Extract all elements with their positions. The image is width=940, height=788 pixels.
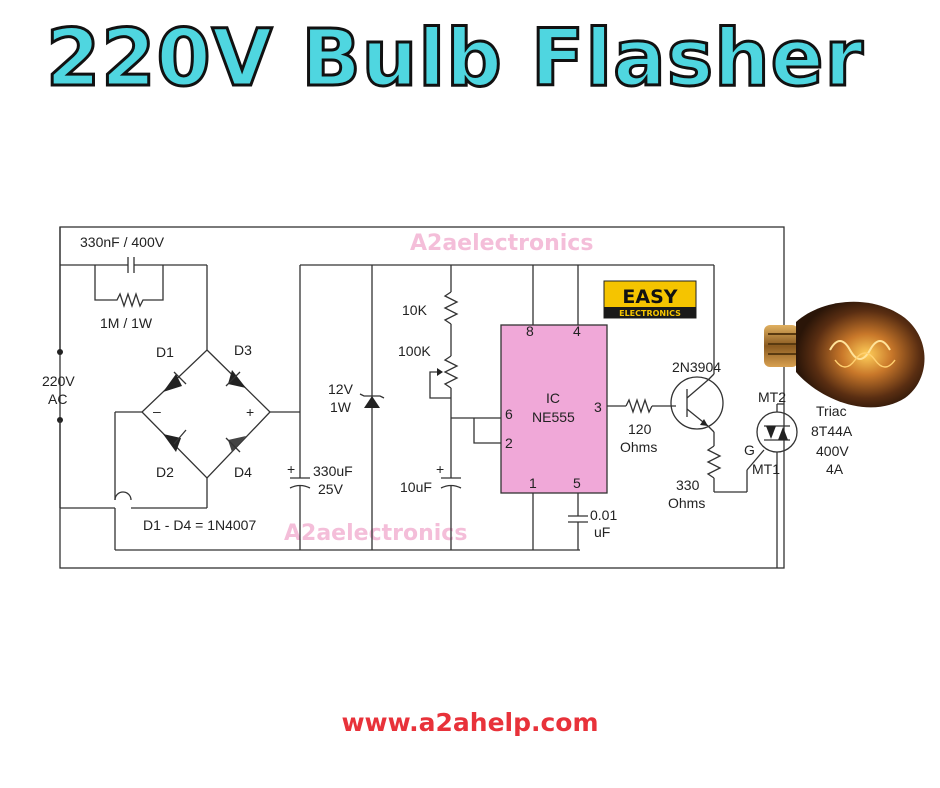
r120-label: 120 <box>628 421 652 437</box>
pin1-label: 1 <box>529 475 537 491</box>
triac-part-label: 8T44A <box>811 423 853 439</box>
pin3-label: 3 <box>594 399 602 415</box>
pin5-label: 5 <box>573 475 581 491</box>
diode-d4 <box>225 436 246 453</box>
mt1-label: MT1 <box>752 461 780 477</box>
triac-voltage-label: 400V <box>816 443 849 459</box>
logo-bottom-text: ELECTRONICS <box>619 309 681 318</box>
triac-label: Triac <box>816 403 847 419</box>
c001-unit: uF <box>594 524 610 540</box>
logo-top-text: EASY <box>622 286 677 308</box>
ic-label: IC <box>546 390 560 406</box>
pin6-label: 6 <box>505 406 513 422</box>
transistor-2n3904 <box>670 376 724 430</box>
resistor-10k <box>443 291 459 325</box>
zener-power: 1W <box>330 399 352 415</box>
bridge-plus-label: + <box>246 404 254 420</box>
page-title: 220V Bulb Flasher <box>45 13 865 106</box>
cap-330uf-voltage: 25V <box>318 481 344 497</box>
resistor-1m <box>94 265 164 309</box>
light-bulb-icon <box>764 301 925 408</box>
d1-label: D1 <box>156 344 174 360</box>
c10u-plus: + <box>436 461 444 477</box>
pin4-label: 4 <box>573 323 581 339</box>
ac-label: AC <box>48 391 67 407</box>
gate-label: G <box>744 442 755 458</box>
cap-330nf-label: 330nF / 400V <box>80 234 165 250</box>
triac-8t44a <box>756 411 798 453</box>
transistor-label: 2N3904 <box>672 359 721 375</box>
r120-unit: Ohms <box>620 439 657 455</box>
pin2-label: 2 <box>505 435 513 451</box>
ic-ne555 <box>500 324 608 494</box>
easy-electronics-logo: EASY ELECTRONICS <box>603 280 697 319</box>
zener-voltage: 12V <box>328 381 354 397</box>
diode-d3 <box>225 370 246 388</box>
d4-label: D4 <box>234 464 252 480</box>
diode-d1 <box>163 371 187 392</box>
c10u-label: 10uF <box>400 479 432 495</box>
ic-name-label: NE555 <box>532 409 575 425</box>
r330-unit: Ohms <box>668 495 705 511</box>
ac-voltage-label: 220V <box>42 373 75 389</box>
diode-d2 <box>163 429 187 452</box>
d3-label: D3 <box>234 342 252 358</box>
triac-current-label: 4A <box>826 461 844 477</box>
pin8-label: 8 <box>526 323 534 339</box>
resistor-120 <box>625 397 653 415</box>
watermark-top: A2aelectronics <box>410 231 593 256</box>
zener-diode <box>364 396 380 408</box>
website-url: www.a2ahelp.com <box>341 708 599 737</box>
cap-330uf-plus: + <box>287 461 295 477</box>
cap-330uf-label: 330uF <box>313 463 353 479</box>
circuit-frame <box>59 226 785 569</box>
r100k-label: 100K <box>398 343 431 359</box>
c001-label: 0.01 <box>590 507 617 523</box>
r330-label: 330 <box>676 477 700 493</box>
watermark-bottom: A2aelectronics <box>284 521 467 546</box>
d2-label: D2 <box>156 464 174 480</box>
mt2-label: MT2 <box>758 389 786 405</box>
res-1m-label: 1M / 1W <box>100 315 153 331</box>
diodes-label: D1 - D4 = 1N4007 <box>143 517 256 533</box>
bridge-minus-label: – <box>153 403 161 419</box>
r10k-label: 10K <box>402 302 428 318</box>
ac-terminal-top <box>57 349 63 355</box>
resistor-330 <box>706 445 722 479</box>
potentiometer-100k <box>443 355 459 389</box>
